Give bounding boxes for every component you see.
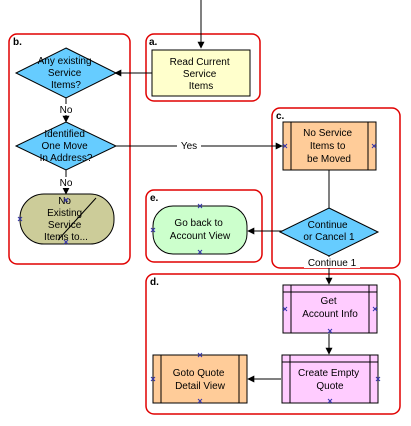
node-goto-quote-detail-view[interactable]: Goto Quote Detail View <box>152 354 248 404</box>
group-e-label: e. <box>150 193 159 204</box>
edge-label-no-1: No <box>58 104 74 116</box>
node-no-service-items-label: No Service Items to be Moved <box>303 128 355 165</box>
node-read-current-service-items[interactable]: Read Current Service Items <box>151 49 251 97</box>
node-continue-or-cancel[interactable]: Continue or Cancel 1 <box>278 207 380 257</box>
node-go-back-to-account-view[interactable]: Go back to Account View <box>152 205 248 255</box>
node-identified-one-move[interactable]: Identified One Move In Address? <box>14 121 118 171</box>
node-get-account-info-label: Get Account Info <box>302 296 358 320</box>
node-create-empty-quote[interactable]: Create Empty Quote <box>281 354 379 404</box>
edge-label-yes: Yes <box>177 140 201 152</box>
group-e[interactable]: e. <box>145 189 263 263</box>
svg-text:No: No <box>60 105 73 116</box>
svg-text:Continue 1: Continue 1 <box>308 258 357 269</box>
node-no-service-items-to-be-moved[interactable]: No Service Items to be Moved <box>282 121 377 171</box>
node-go-back-label: Go back to Account View <box>170 218 231 242</box>
end-state-slash <box>57 197 97 241</box>
port-markers <box>17 143 381 404</box>
group-b-label: b. <box>13 37 22 48</box>
edge-label-continue-1: Continue 1 <box>304 257 360 269</box>
group-b[interactable]: b. <box>8 33 131 265</box>
group-d-label: d. <box>150 277 159 288</box>
node-any-existing-label: Any existing Service Items? <box>38 56 95 91</box>
node-get-account-info[interactable]: Get Account Info <box>282 284 378 334</box>
svg-text:No: No <box>60 178 73 189</box>
group-a[interactable]: a. <box>145 33 261 102</box>
svg-text:Yes: Yes <box>181 141 197 152</box>
node-continue-or-cancel-label: Continue or Cancel 1 <box>303 220 355 243</box>
node-create-empty-quote-label: Create Empty Quote <box>298 368 362 392</box>
group-a-label: a. <box>149 37 158 48</box>
node-any-existing-service-items[interactable]: Any existing Service Items? <box>14 47 118 99</box>
node-read-current-service-items-label: Read Current Service Items <box>170 57 233 92</box>
group-d[interactable]: d. <box>145 273 401 415</box>
node-goto-quote-label: Goto Quote Detail View <box>173 368 227 392</box>
group-c-label: c. <box>276 111 285 122</box>
edge-label-no-2: No <box>58 177 74 189</box>
node-identified-one-move-label: Identified One Move In Address? <box>40 129 93 164</box>
